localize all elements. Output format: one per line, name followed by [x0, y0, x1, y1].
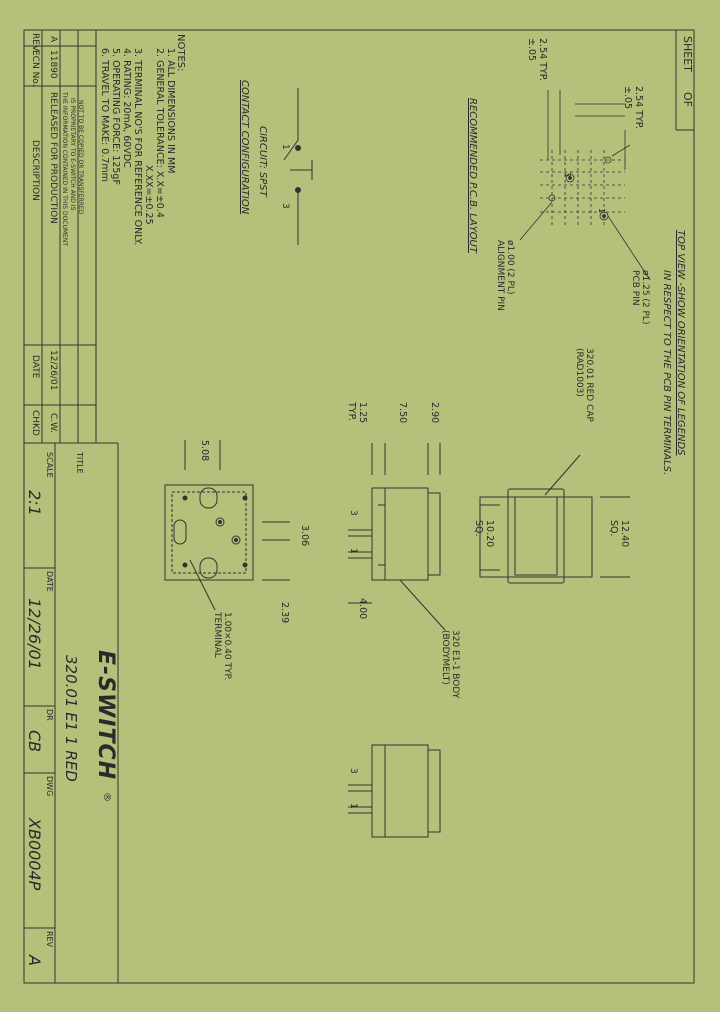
- side-dim-b: 7.50: [397, 402, 408, 424]
- side-pin-1: 1: [348, 548, 358, 554]
- description-header: DESCRIPTION: [30, 140, 40, 201]
- pcb-layout-title: RECOMMENDED P.C.B. LAYOUT: [467, 98, 478, 253]
- red-cap-label: 320.01 RED CAP (RAD1003): [574, 348, 594, 422]
- note-line-2b: X.XX=±0.25: [143, 165, 154, 225]
- side-dim-d: 4.00: [357, 598, 368, 620]
- pcb-dim-horizontal: 2.54 TYP. ±.05: [622, 86, 644, 130]
- dwg-label: DWG: [45, 776, 54, 797]
- date-value: 12/26/01: [48, 350, 58, 391]
- dr-label: DR: [45, 709, 54, 721]
- circuit-diagram: [283, 88, 313, 245]
- date-header: DATE: [30, 355, 40, 379]
- side-view-drawing: [348, 443, 446, 631]
- disclaimer-line-2: IS PROPRIETARY TO E-SWITCH AND IS: [69, 98, 76, 211]
- rev-value: A: [25, 955, 44, 966]
- note-line-2: 2. GENERAL TOLERANCE: X.X=±0.4: [154, 48, 165, 218]
- lower-pin-1: 1: [348, 803, 358, 809]
- pcb-pin-1-label: 1: [597, 208, 606, 214]
- bottom-dim-508: 5.08: [199, 440, 210, 462]
- top-view-note-2: IN RESPECT TO THE PCB PIN TERMINALS.: [661, 270, 672, 476]
- date-value: 12/26/01: [25, 598, 44, 670]
- dwg-value: XB0004P: [25, 818, 44, 891]
- circuit-pin-3: 3: [280, 203, 290, 209]
- chkd-header: CHKD: [30, 410, 40, 436]
- side-pin-3: 3: [348, 510, 358, 516]
- title-label: TITLE: [75, 452, 84, 474]
- lower-pin-3: 3: [348, 768, 358, 774]
- note-line-3: 3. TERMINAL NO'S FOR REFERENCE ONLY.: [132, 48, 143, 246]
- drawing-title: 320.01 E1 1 RED: [62, 655, 80, 782]
- note-line-1: 1. ALL DIMENSIONS IN MM: [165, 48, 176, 174]
- pcb-dim-vertical: 2.54 TYP. ±.05: [526, 38, 548, 82]
- e-switch-logo: E-SWITCH: [93, 650, 118, 781]
- bottom-dim-239: 2.39: [279, 602, 290, 624]
- side-dim-a: 2.90: [429, 402, 440, 424]
- ecn-value: 11890: [48, 50, 58, 79]
- top-view-note-1: TOP VIEW -SHOW ORIENTATION OF LEGENDS: [675, 230, 686, 456]
- pcb-hole-3: [565, 173, 575, 183]
- alignment-hole-b: [604, 156, 612, 164]
- red-cap-drawing: [479, 454, 630, 584]
- pcb-layout-drawing: [519, 90, 651, 281]
- ecn-header: ECN No.: [30, 50, 40, 87]
- date-label: DATE: [45, 571, 54, 592]
- disclaimer-line-1: THE INFORMATION CONTAINED IN THIS DOCUME…: [61, 92, 68, 246]
- notes-heading: NOTES:: [175, 34, 186, 72]
- body-label: 320 E1-1 BODY (BODYMELT): [440, 630, 460, 699]
- pcb-pin-label: ø1.25 (2 PL) PCB PIN: [630, 270, 650, 325]
- scale-label: SCALE: [45, 452, 54, 478]
- red-cap-inner-dim: 10.20 SQ.: [473, 520, 495, 548]
- bottom-dim-306: 3.06: [299, 525, 310, 547]
- terminal-label: 1.00×0.40 TYP. TERMINAL: [212, 612, 232, 681]
- alignment-hole-a: [548, 194, 556, 202]
- circuit-pin-1: 1: [280, 144, 290, 150]
- scale-value: 2:1: [25, 490, 44, 516]
- sheet-of-label: OF: [681, 92, 694, 107]
- note-line-5: 5. OPERATING FORCE: 125gF: [110, 48, 121, 185]
- disclaimer-line-3: NOT TO BE COPIED OR TRANSFERRED: [77, 100, 84, 215]
- lower-side-view-drawing: [348, 744, 441, 838]
- dr-value: CB: [25, 730, 44, 753]
- pcb-pin-3-label: 3: [563, 172, 572, 178]
- rev-value: A: [48, 36, 58, 43]
- description-value: RELEASED FOR PRODUCTION: [48, 92, 58, 224]
- sheet-label: SHEET: [681, 36, 694, 72]
- logo-registered-mark: ®: [101, 792, 112, 802]
- circuit-title: CONTACT CONFIGURATION: [239, 80, 250, 215]
- note-line-4: 4. RATING: 20mA, 60VDC: [121, 48, 132, 168]
- red-cap-outer-dim: 12.40 SQ.: [608, 520, 630, 548]
- chkd-value: C.W.: [48, 413, 58, 433]
- circuit-subtitle: CIRCUIT: SPST: [257, 126, 268, 197]
- alignment-pin-label: ø1.00 (2 PL) ALIGNMENT PIN: [495, 240, 515, 311]
- note-line-6: 6. TRAVEL TO MAKE: 0.7mm: [99, 48, 110, 182]
- bottom-view-drawing: [164, 440, 290, 611]
- side-dim-c: 1.25 TYP.: [346, 402, 368, 424]
- rev-label: REV: [45, 931, 54, 948]
- sheet-frame: [23, 29, 695, 984]
